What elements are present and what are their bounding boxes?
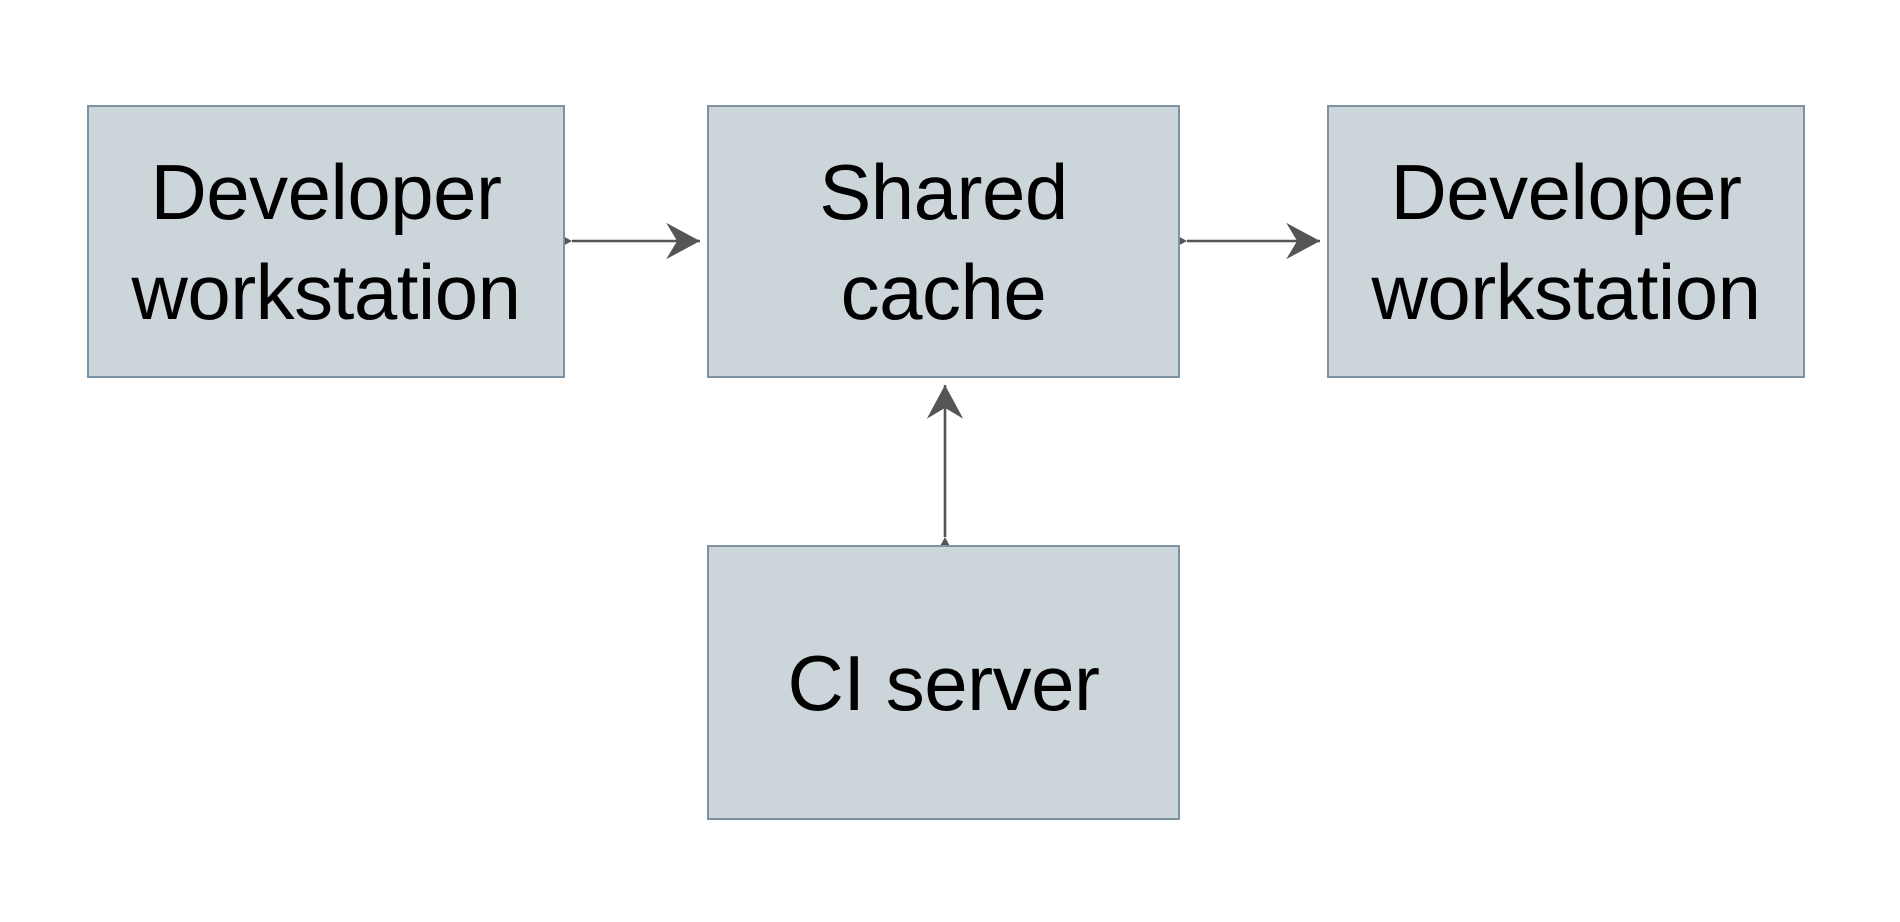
node-ci-server[interactable]: CI server (707, 545, 1180, 820)
node-developer-workstation-right[interactable]: Developer workstation (1327, 105, 1805, 378)
node-developer-workstation-left[interactable]: Developer workstation (87, 105, 565, 378)
node-shared-cache[interactable]: Shared cache (707, 105, 1180, 378)
node-label: CI server (787, 638, 1100, 727)
node-label: Developer workstation (1371, 147, 1762, 336)
node-label: Shared cache (819, 147, 1068, 336)
node-label: Developer workstation (131, 147, 522, 336)
